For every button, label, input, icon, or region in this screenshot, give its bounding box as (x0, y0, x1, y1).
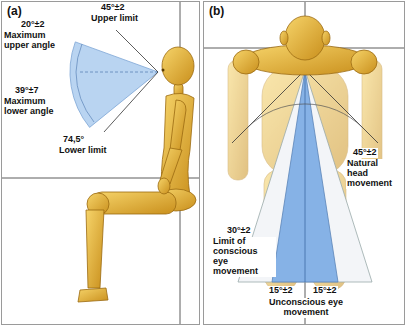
viewing-sector (70, 42, 158, 128)
movement-label: Limit of conscious eye movement (212, 237, 276, 277)
angle-value: 39°±7 (14, 86, 40, 96)
upper-limit-line (116, 30, 158, 72)
angle-value: 45°±2 (352, 148, 378, 158)
lower-limit-line (104, 72, 158, 132)
side-view (2, 2, 199, 324)
mannequin-top (233, 16, 377, 75)
unconscious-eye-cone (272, 70, 338, 282)
limit-label: Lower limit (58, 146, 108, 156)
head-movement-line (305, 70, 378, 143)
panel-letter: (a) (6, 5, 23, 18)
top-view (204, 2, 404, 324)
limit-label: Upper limit (90, 14, 139, 24)
angle-label: Maximum upper angle (3, 31, 67, 51)
angle-label: Maximum lower angle (3, 97, 67, 117)
head-movement-line (232, 70, 305, 143)
angle-value: 30°±2 (226, 226, 252, 236)
panel-frame (204, 2, 405, 325)
panel-frame (2, 2, 200, 325)
angle-value: 20°±2 (20, 20, 46, 30)
angle-value: 45°±2 (100, 3, 126, 13)
movement-label: Natural head movement (346, 159, 402, 189)
movement-label: Unconscious eye movement (258, 298, 354, 318)
panel-letter: (b) (208, 5, 225, 18)
angle-value: 15°±2 (312, 286, 338, 296)
angle-value: 15°±2 (268, 286, 294, 296)
mannequin-side (78, 47, 196, 302)
angle-value: 74,5° (62, 135, 85, 145)
